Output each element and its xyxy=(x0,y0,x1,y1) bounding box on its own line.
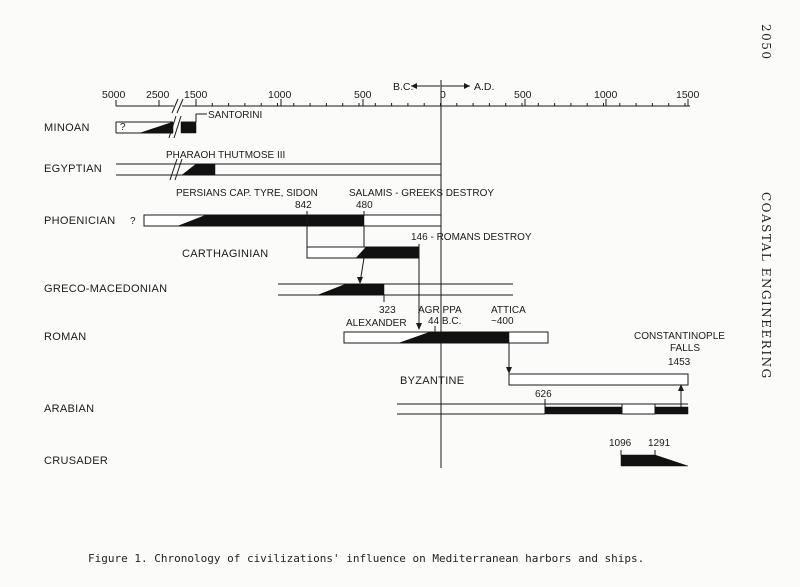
row-label: MINOAN xyxy=(44,122,90,134)
row-label: EGYPTIAN xyxy=(44,163,102,175)
row-label: GRECO-MACEDONIAN xyxy=(44,283,167,295)
year-44bc: 44 B.C. xyxy=(428,316,461,327)
row-label: ARABIAN xyxy=(44,403,94,415)
tick-label: 1500 xyxy=(676,89,700,101)
year-1453: 1453 xyxy=(668,357,691,368)
annotation-salamis: SALAMIS - GREEKS DESTROY xyxy=(349,188,494,199)
tick-label: 2500 xyxy=(146,89,170,101)
tick-label: 5000 xyxy=(102,89,126,101)
arrow-left-icon xyxy=(411,83,417,89)
year-626: 626 xyxy=(535,389,552,400)
row-label: CARTHAGINIAN xyxy=(182,248,269,260)
annotation-persians: PERSIANS CAP. TYRE, SIDON xyxy=(176,188,318,199)
tick-label: 500 xyxy=(354,89,372,101)
direction-indicator: B.C. A.D. xyxy=(393,81,494,93)
year-attica: ~400 xyxy=(491,316,514,327)
page-number: 2050 xyxy=(759,24,773,61)
arrow-down-icon xyxy=(506,367,512,374)
annotation-pharaoh: PHARAOH THUTMOSE III xyxy=(166,150,285,161)
row-label: ROMAN xyxy=(44,331,86,343)
row-label: PHOENICIAN xyxy=(44,215,115,227)
row-crusader: CRUSADER 1096 1291 xyxy=(44,438,689,467)
row-greco-macedonian: GRECO-MACEDONIAN 323 ALEXANDER AGRIPPA 4… xyxy=(44,283,526,329)
year-323: 323 xyxy=(379,305,396,316)
tick-label: 0 xyxy=(440,89,446,101)
row-label: CRUSADER xyxy=(44,455,108,467)
arrow-down-icon xyxy=(357,277,363,284)
row-label: BYZANTINE xyxy=(400,375,464,387)
tick-label: 500 xyxy=(514,89,532,101)
year-480: 480 xyxy=(356,200,373,211)
row-phoenician: PHOENICIAN ? PERSIANS CAP. TYRE, SIDON S… xyxy=(44,188,494,227)
annotation-romans-destroy: 146 - ROMANS DESTROY xyxy=(411,232,532,243)
row-arabian: ARABIAN 626 xyxy=(44,389,689,415)
annotation-constantinople: CONSTANTINOPLE xyxy=(634,331,725,342)
year-1096: 1096 xyxy=(609,438,632,449)
tick-label: 1000 xyxy=(594,89,618,101)
year-1291: 1291 xyxy=(648,438,671,449)
figure-caption: Figure 1. Chronology of civilizations' i… xyxy=(88,552,644,565)
tick-label: 1500 xyxy=(184,89,208,101)
ad-label: A.D. xyxy=(474,81,494,93)
time-axis: 5000 2500 1500 1000 500 0 500 1000 1500 xyxy=(102,89,700,114)
row-minoan: MINOAN ? SANTORINI xyxy=(44,110,262,139)
row-egyptian: EGYPTIAN PHARAOH THUTMOSE III xyxy=(44,150,441,181)
row-prefix: ? xyxy=(130,216,136,227)
arrow-right-icon xyxy=(464,83,470,89)
annotation-agrippa: AGRIPPA xyxy=(418,305,462,316)
row-carthaginian: CARTHAGINIAN 146 - ROMANS DESTROY xyxy=(182,226,532,330)
arrow-down-icon xyxy=(416,323,422,330)
annotation-alexander: ALEXANDER xyxy=(346,318,407,329)
annotation-falls: FALLS xyxy=(670,343,700,354)
bc-label: B.C. xyxy=(393,81,413,93)
tick-label: 1000 xyxy=(268,89,292,101)
arrow-up-icon xyxy=(678,384,684,391)
row-prefix: ? xyxy=(120,122,126,133)
annotation-santorini: SANTORINI xyxy=(208,110,262,121)
row-byzantine: BYZANTINE CONSTANTINOPLE FALLS 1453 xyxy=(400,331,725,407)
year-842: 842 xyxy=(295,200,312,211)
row-roman: ROMAN xyxy=(44,326,549,374)
side-title: COASTAL ENGINEERING xyxy=(759,192,773,380)
annotation-attica: ATTICA xyxy=(491,305,526,316)
